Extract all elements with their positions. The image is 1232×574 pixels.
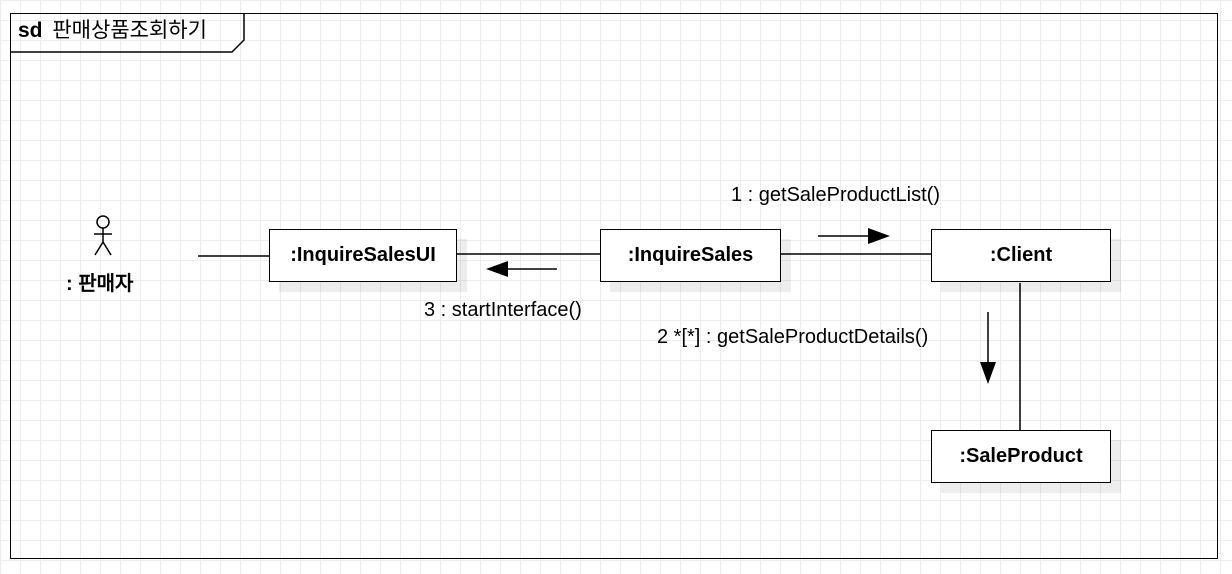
frame-title: 판매상품조회하기 bbox=[52, 19, 207, 42]
message-arrow-2 bbox=[980, 312, 996, 384]
actor-label: : 판매자 bbox=[66, 273, 134, 295]
object-inquire-sales-ui-label: :InquireSalesUI bbox=[290, 244, 436, 266]
object-inquire-sales-ui[interactable]: :InquireSalesUI bbox=[269, 229, 457, 282]
frame-keyword: sd bbox=[18, 19, 43, 42]
object-sale-product-label: :SaleProduct bbox=[959, 445, 1083, 467]
object-inquire-sales[interactable]: :InquireSales bbox=[600, 229, 781, 282]
stick-figure-icon bbox=[94, 215, 112, 256]
diagram-frame bbox=[10, 13, 1218, 559]
object-inquire-sales-label: :InquireSales bbox=[627, 244, 754, 266]
message-label-1: 1 : getSaleProductList() bbox=[731, 184, 940, 206]
object-sale-product[interactable]: :SaleProduct bbox=[931, 430, 1111, 483]
message-arrow-3 bbox=[486, 261, 557, 277]
frame-label-tab bbox=[10, 13, 245, 53]
object-client-label: :Client bbox=[989, 244, 1053, 266]
object-client[interactable]: :Client bbox=[931, 229, 1111, 282]
message-label-2: 2 *[*] : getSaleProductDetails() bbox=[657, 326, 929, 348]
frame-label: sd 판매상품조회하기 bbox=[18, 20, 207, 41]
message-label-3: 3 : startInterface() bbox=[424, 299, 582, 321]
message-arrow-1 bbox=[818, 228, 890, 244]
